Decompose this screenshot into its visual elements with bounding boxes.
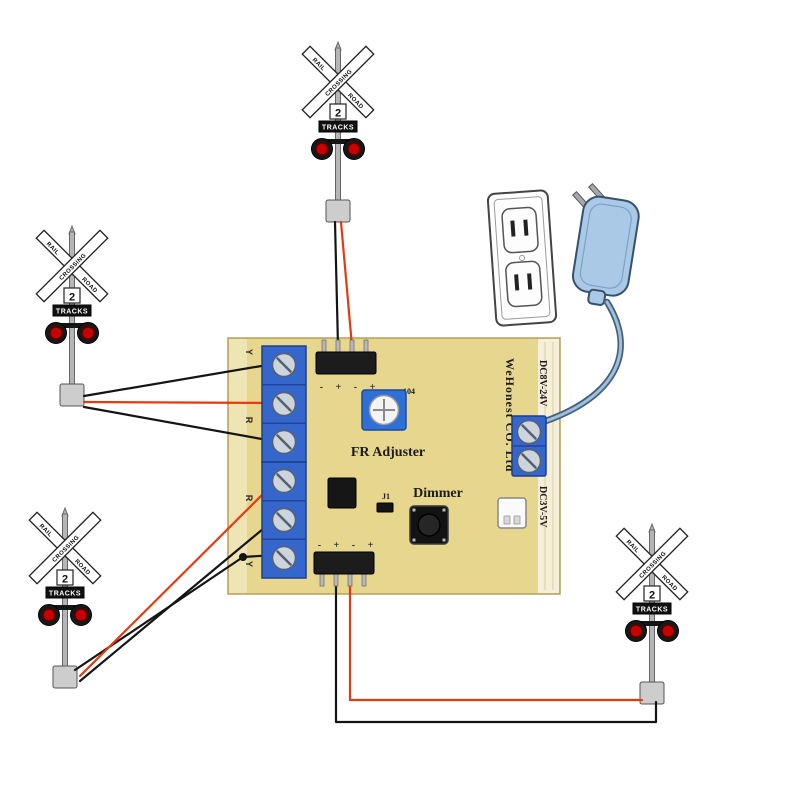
outlet-slot (523, 219, 529, 236)
button-cap (417, 513, 441, 537)
header-pin (335, 339, 341, 354)
polarity-marks-top: - + - + (320, 382, 381, 393)
wire-left-upper-red (82, 400, 275, 405)
wire-left-lower-red (78, 480, 277, 678)
outlet-screw (519, 255, 525, 261)
terminal-block-lower (261, 461, 307, 579)
adapter-strain-relief (587, 288, 607, 306)
header-pin (347, 572, 353, 587)
outlet-plate-inner (493, 196, 551, 320)
button-pin (442, 508, 446, 512)
wire-left-upper-black-1 (82, 362, 275, 398)
polarity-marks-bottom: - + - + (318, 540, 379, 551)
jst-body (497, 497, 527, 529)
header-body (315, 351, 377, 375)
outlet-slot (510, 220, 516, 237)
adapter-cable (535, 300, 623, 426)
input-voltage-label: DC8V-24V (537, 360, 548, 407)
jst-pin-hole (513, 515, 521, 525)
adapter-body (571, 195, 640, 297)
header-pin (333, 572, 339, 587)
jst-pin-hole (503, 515, 511, 525)
pot-marking-label: 104 (403, 387, 415, 396)
jumper-block (327, 477, 357, 509)
pin-header-bottom (313, 551, 375, 587)
board-components (261, 339, 547, 587)
fr-adjuster-potentiometer (361, 389, 407, 431)
pin-header-top (315, 339, 377, 375)
adapter-body-inner (579, 203, 632, 289)
outlet-slot (527, 273, 533, 290)
wire-top-signal-red (339, 220, 354, 348)
crossing-signal-left-upper (35, 225, 109, 407)
jst-connector (497, 497, 527, 529)
terminal-block-upper (261, 345, 307, 463)
outlet-receptacle-top (501, 206, 539, 254)
pcb-right-strip (538, 339, 559, 593)
outlet-receptacle-bottom (505, 260, 543, 308)
output-voltage-label: DC3V-5V (537, 486, 548, 528)
terminal-label-r1: R (244, 417, 254, 424)
wire-left-upper-black-2 (82, 405, 275, 443)
dimmer-label: Dimmer (413, 486, 463, 501)
dimmer-button (409, 505, 449, 545)
header-pin (321, 339, 327, 354)
wires (73, 220, 658, 724)
button-pin (412, 538, 416, 542)
header-body (313, 551, 375, 575)
wire-right-lower-red (348, 578, 644, 702)
header-pin (363, 339, 369, 354)
terminal-label-y2: Y (244, 561, 254, 567)
j1-label: J1 (382, 492, 390, 501)
wire-top-signal-black (333, 220, 340, 348)
fr-adjuster-label: FR Adjuster (351, 445, 425, 460)
button-pin (442, 538, 446, 542)
power-adapter (571, 182, 640, 306)
terminal-label-r2: R (244, 495, 254, 502)
wire-left-lower-black (78, 517, 277, 683)
crossing-signal-right-lower (615, 523, 689, 705)
header-pin (361, 572, 367, 587)
header-pin (319, 572, 325, 587)
wall-outlet (486, 189, 558, 327)
button-pin (412, 508, 416, 512)
header-pin (349, 339, 355, 354)
wire-right-lower-black (334, 578, 658, 724)
outlet-slot (514, 274, 520, 291)
jumper-j1 (376, 502, 394, 513)
power-terminal-block (511, 415, 547, 477)
wire-junction-dot (239, 553, 247, 561)
crossing-signal-top (301, 41, 375, 223)
terminal-label-y1: Y (244, 349, 254, 355)
